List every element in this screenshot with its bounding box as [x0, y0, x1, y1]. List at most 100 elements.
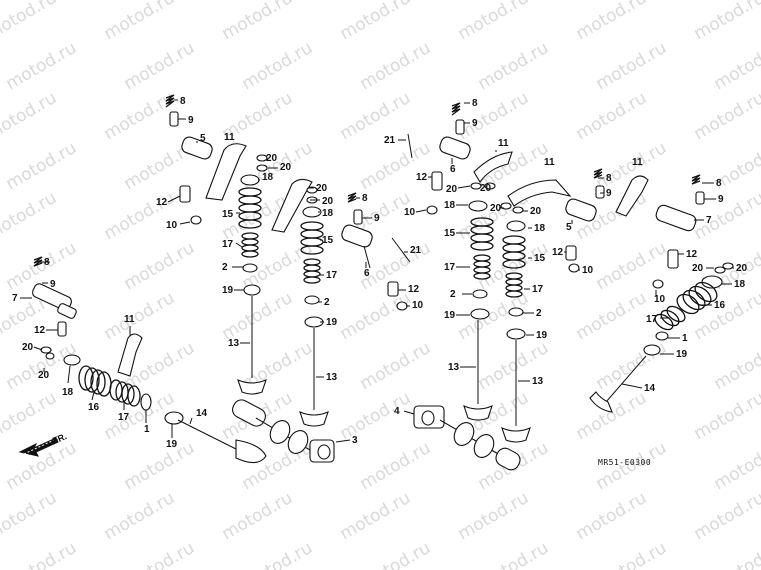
leader-line: [33, 346, 43, 351]
part-callout-8: 8: [472, 98, 478, 109]
part-callout-14: 14: [644, 383, 656, 394]
watermark-text: motod.ru: [691, 0, 761, 44]
part-callout-11: 11: [544, 157, 555, 168]
watermark-text: motod.ru: [219, 0, 297, 44]
part-callout-17: 17: [326, 270, 338, 281]
part-callout-9: 9: [374, 213, 380, 224]
part-callout-7: 7: [706, 215, 712, 226]
watermark-text: motod.ru: [357, 38, 435, 94]
part-callout-9: 9: [50, 279, 56, 290]
watermark-text: motod.ru: [691, 488, 761, 544]
watermark-text: motod.ru: [0, 488, 60, 544]
part-callout-18: 18: [444, 200, 456, 211]
watermark-text: motod.ru: [455, 0, 533, 44]
part-callout-5: 5: [566, 222, 572, 233]
part-callout-20: 20: [38, 370, 50, 381]
watermark-text: motod.ru: [121, 538, 199, 570]
part-callout-20: 20: [22, 342, 34, 353]
part-callout-2: 2: [222, 262, 228, 273]
part-callout-18: 18: [62, 387, 74, 398]
part-callout-20: 20: [480, 183, 492, 194]
watermark-text: motod.ru: [239, 538, 317, 570]
part-callout-12: 12: [686, 249, 698, 260]
watermark-text: motod.ru: [573, 0, 651, 44]
part-callout-20: 20: [446, 184, 458, 195]
watermark-text: motod.ru: [3, 338, 81, 394]
leader-line: [235, 242, 243, 248]
part-callout-6: 6: [364, 268, 370, 279]
leader-line: [167, 195, 181, 203]
watermark-text: motod.ru: [573, 88, 651, 144]
part-callout-12: 12: [416, 172, 428, 183]
part-callout-5: 5: [200, 133, 206, 144]
watermark-text: motod.ru: [357, 338, 435, 394]
watermark-text: motod.ru: [475, 38, 553, 94]
leader-line: [189, 417, 193, 425]
watermark-text: motod.ru: [219, 288, 297, 344]
watermark-text: motod.ru: [101, 488, 179, 544]
part-callout-19: 19: [536, 330, 548, 341]
watermark-text: motod.ru: [121, 238, 199, 294]
part-callout-17: 17: [444, 262, 456, 273]
part-callout-8: 8: [180, 96, 186, 107]
part-callout-20: 20: [316, 183, 328, 194]
watermark-text: motod.ru: [0, 188, 60, 244]
watermark-text: motod.ru: [357, 438, 435, 494]
watermark-text: motod.ru: [357, 538, 435, 570]
part-callout-10: 10: [582, 265, 594, 276]
part-callout-20: 20: [692, 263, 704, 274]
watermark-text: motod.ru: [475, 538, 553, 570]
watermark-text: motod.ru: [3, 38, 81, 94]
leader-line: [335, 439, 351, 443]
leader-line: [179, 221, 191, 225]
part-callout-13: 13: [532, 376, 544, 387]
part-callout-21: 21: [410, 245, 422, 256]
part-callout-18: 18: [322, 208, 334, 219]
watermark-text: motod.ru: [239, 38, 317, 94]
watermark-text: motod.ru: [455, 488, 533, 544]
part-callout-20: 20: [736, 263, 748, 274]
watermark-text: motod.ru: [455, 88, 533, 144]
part-callout-9: 9: [188, 115, 194, 126]
part-callout-12: 12: [34, 325, 46, 336]
left-rocker-group: [32, 256, 267, 464]
part-callout-10: 10: [654, 294, 666, 305]
watermark-text: motod.ru: [357, 138, 435, 194]
part-callout-15: 15: [322, 235, 334, 246]
watermark-text: motod.ru: [337, 388, 415, 444]
part-callout-1: 1: [144, 424, 150, 435]
watermark-text: motod.ru: [337, 488, 415, 544]
part-callout-19: 19: [222, 285, 234, 296]
part-callout-15: 15: [222, 209, 234, 220]
part-callout-6: 6: [450, 164, 456, 175]
part-callout-13: 13: [326, 372, 338, 383]
part-callout-9: 9: [606, 188, 612, 199]
part-callout-8: 8: [362, 193, 368, 204]
leader-line: [403, 410, 415, 415]
part-callout-18: 18: [734, 279, 746, 290]
watermark-text: motod.ru: [573, 288, 651, 344]
watermark-text: motod.ru: [101, 88, 179, 144]
part-callout-20: 20: [322, 196, 334, 207]
watermark-text: motod.ru: [593, 38, 671, 94]
part-callout-4: 4: [394, 406, 400, 417]
part-callout-2: 2: [450, 289, 456, 300]
watermark-text: motod.ru: [593, 538, 671, 570]
part-callout-17: 17: [646, 314, 658, 325]
leader-line: [415, 209, 427, 213]
part-callout-16: 16: [714, 300, 726, 311]
part-callout-18: 18: [534, 223, 546, 234]
leader-line: [457, 185, 471, 189]
part-callout-11: 11: [224, 132, 235, 143]
part-callout-20: 20: [490, 203, 502, 214]
part-callout-11: 11: [498, 138, 509, 149]
watermark-text: motod.ru: [337, 0, 415, 44]
watermark-text: motod.ru: [711, 438, 761, 494]
watermark-text: motod.ru: [691, 88, 761, 144]
part-callout-11: 11: [124, 314, 135, 325]
watermark-text: motod.ru: [121, 38, 199, 94]
watermark-text: motod.ru: [711, 338, 761, 394]
